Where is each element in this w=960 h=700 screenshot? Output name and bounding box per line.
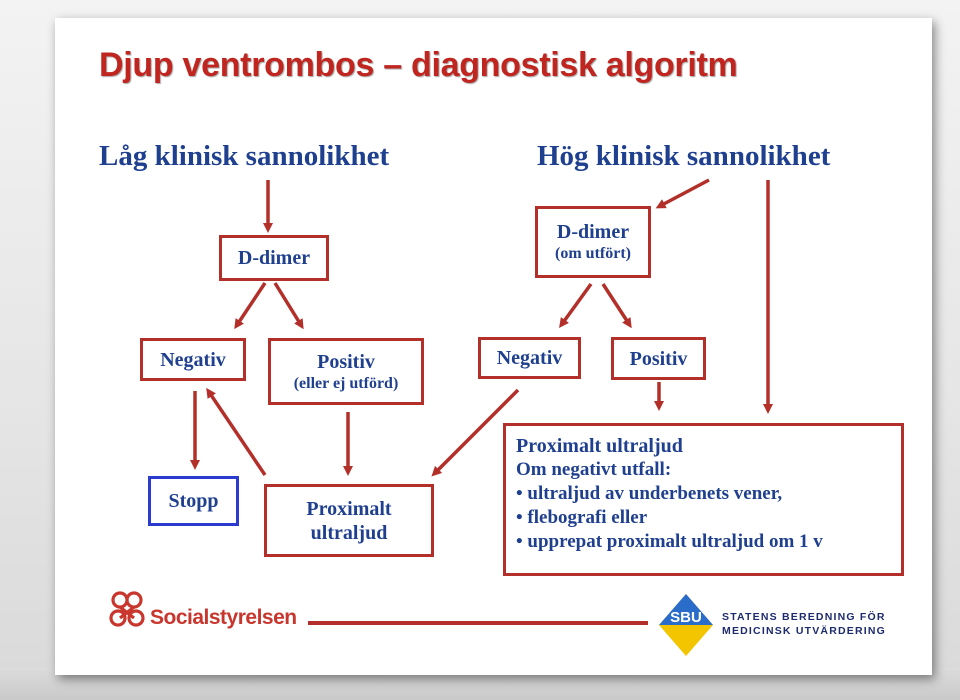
slide-title: Djup ventrombos – diagnostisk algoritm: [99, 46, 738, 84]
left-ultrasound-line1: Proximalt: [306, 497, 392, 520]
detail-line-condition: Om negativt utfall:: [516, 459, 672, 480]
arrow-ultrasound-to-negative-left: [206, 387, 267, 476]
left-positive-sublabel: (eller ej utförd): [293, 374, 399, 392]
low-probability-heading: Låg klinisk sannolikhet: [99, 140, 390, 172]
socialstyrelsen-logo-icon: [109, 591, 145, 627]
socialstyrelsen-logo-text: Socialstyrelsen: [150, 606, 297, 629]
slide: Djup ventrombos – diagnostisk algoritm L…: [55, 18, 932, 675]
arrow-ddimer-to-negative-left: [234, 282, 267, 330]
right-ddimer-label: D-dimer: [556, 221, 630, 243]
sbu-logo-icon: SBU: [659, 594, 713, 656]
detail-line-option-1: • ultraljud av underbenets vener,: [516, 483, 783, 504]
sbu-logo-line1: STATENS BEREDNING FÖR: [722, 611, 886, 623]
right-ultrasound-detail-box: Proximalt ultraljud Om negativt utfall: …: [503, 423, 904, 576]
arrow-ddimer-to-positive-right: [601, 283, 632, 329]
sbu-logo-mark: SBU: [670, 609, 702, 626]
left-ddimer-label: D-dimer: [237, 247, 311, 269]
arrow-ddimer-to-positive-left: [273, 282, 304, 330]
right-positive-label: Positiv: [629, 347, 688, 370]
sbu-logo-text: STATENS BEREDNING FÖR MEDICINSK UTVÄRDER…: [722, 610, 886, 638]
detail-line-option-3: • upprepat proximalt ultraljud om 1 v: [516, 531, 823, 552]
left-ddimer-box: D-dimer: [219, 235, 329, 281]
left-ultrasound-box: Proximalt ultraljud: [264, 484, 434, 557]
right-positive-box: Positiv: [611, 337, 706, 380]
right-ddimer-sublabel: (om utfört): [555, 245, 631, 262]
detail-line-option-2: • flebografi eller: [516, 507, 648, 528]
left-negative-box: Negativ: [140, 338, 246, 381]
right-negative-label: Negativ: [496, 347, 563, 369]
high-probability-heading: Hög klinisk sannolikhet: [537, 140, 831, 172]
detail-line-title: Proximalt ultraljud: [516, 435, 683, 457]
left-negative-label: Negativ: [160, 348, 226, 371]
left-positive-box: Positiv (eller ej utförd): [268, 338, 424, 405]
left-positive-label: Positiv: [317, 350, 375, 373]
arrow-ddimer-to-negative-right: [559, 282, 593, 329]
stop-box: Stopp: [148, 476, 239, 526]
right-negative-box: Negativ: [478, 337, 581, 379]
arrow-high-to-ddimer: [655, 178, 710, 209]
stop-label: Stopp: [168, 490, 219, 512]
sbu-logo-line2: MEDICINSK UTVÄRDERING: [722, 625, 887, 637]
left-ultrasound-line2: ultraljud: [310, 521, 388, 544]
right-ddimer-box: D-dimer (om utfört): [535, 206, 651, 278]
